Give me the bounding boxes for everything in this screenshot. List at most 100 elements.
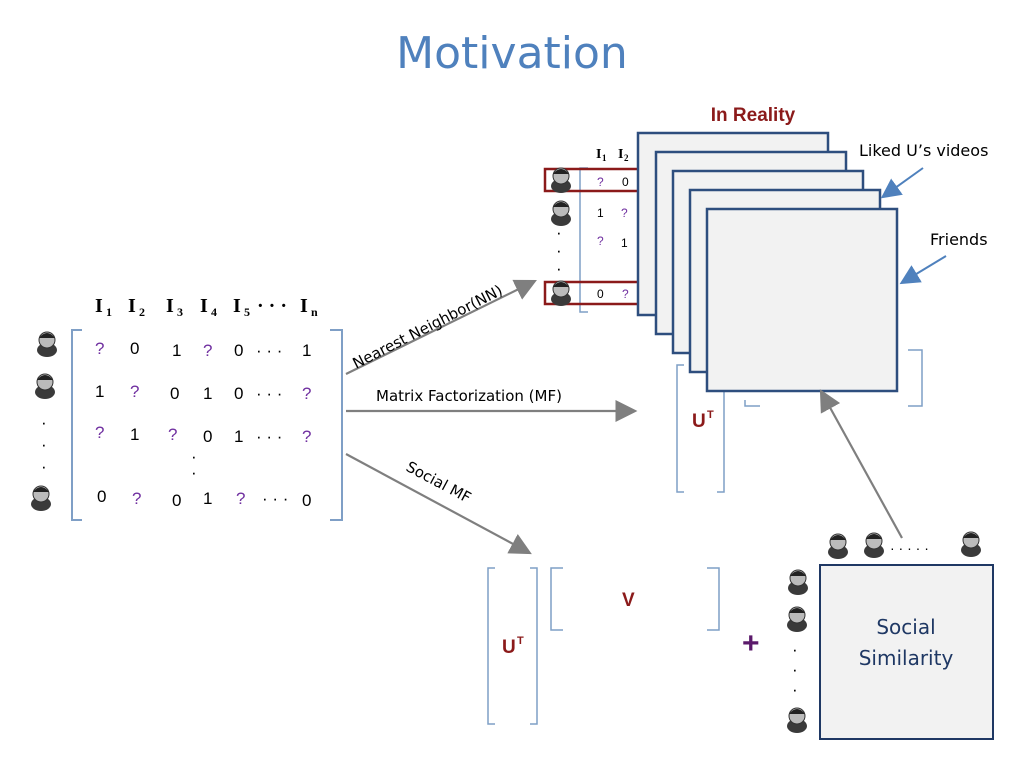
matrix-cell: 0: [234, 384, 243, 403]
matrix-cell: 1: [302, 341, 311, 360]
user-avatar-icon: [787, 569, 809, 596]
header-i3-sub: 3: [177, 305, 183, 319]
matrix-headers: I 1 I 2 I 3 I 4 I 5 · · · I n: [95, 295, 318, 319]
matrix-row-4: 0 ? 0 1 ? · · · 0: [97, 487, 311, 510]
reality-ut-label: U: [692, 411, 706, 432]
social-similarity-line1: Social: [876, 615, 935, 639]
header-in: I: [300, 295, 308, 317]
header-dots: · · ·: [257, 295, 287, 317]
user-avatar-icon: [960, 531, 982, 558]
header-i5: I: [233, 295, 241, 317]
matrix-cell: ?: [302, 384, 311, 403]
mini-cell: 1: [621, 236, 628, 250]
header-i2-sub: 2: [139, 305, 145, 319]
bottom-v-left-bracket: [550, 567, 563, 631]
liked-callout-arrow: [880, 167, 924, 199]
vertical-dot: ·: [41, 435, 47, 454]
reality-v-left-bracket: [744, 400, 760, 407]
bottom-ut-right-bracket: [530, 567, 538, 725]
matrix-left-bracket: [71, 329, 82, 521]
vertical-dot: ·: [191, 463, 197, 482]
social-similarity-box: [819, 564, 994, 740]
vertical-dot: ·: [191, 447, 197, 466]
mini-cell: ?: [597, 175, 604, 189]
matrix-cell: 1: [203, 489, 212, 508]
matrix-cell: ?: [302, 427, 311, 446]
matrix-cell: 1: [172, 341, 181, 360]
mini-header-i2-sub: 2: [624, 153, 629, 163]
matrix-cell: ?: [132, 489, 141, 508]
user-avatar-icon: [550, 280, 572, 307]
matrix-cell: ?: [203, 341, 212, 360]
mini-cell: 0: [622, 175, 629, 189]
header-in-sub: n: [311, 305, 318, 319]
plus-sign: +: [742, 627, 760, 660]
vertical-dot: ·: [556, 223, 562, 242]
liked-videos-label: Liked U’s videos: [859, 141, 988, 160]
vertical-dot: ·: [556, 241, 562, 260]
bottom-ut-left-bracket: [487, 567, 495, 725]
reality-v-right-bracket: [908, 349, 923, 407]
user-avatar-icon: [863, 532, 885, 559]
header-i3: I: [166, 295, 174, 317]
reality-ut-left-bracket: [676, 364, 684, 493]
matrix-cell: ?: [130, 382, 139, 401]
matrix-cell: 1: [130, 425, 139, 444]
user-avatar-icon: [550, 167, 572, 194]
mini-header-i1: I: [596, 147, 601, 162]
similarity-to-reality-arrow: [819, 389, 903, 539]
social-similarity-line2: Similarity: [859, 646, 954, 670]
matrix-cell: 0: [97, 487, 106, 506]
user-avatar-icon: [36, 331, 58, 358]
matrix-cell: 0: [203, 427, 212, 446]
matrix-cell: ?: [95, 423, 104, 442]
mini-cell: 1: [597, 206, 604, 220]
page-title: Motivation: [396, 28, 628, 79]
vertical-dot: ·: [556, 259, 562, 278]
matrix-cell: 0: [302, 491, 311, 510]
vertical-dot: ·: [41, 457, 47, 476]
matrix-cell: ?: [95, 339, 104, 358]
matrix-cell: 1: [203, 384, 212, 403]
social-mf-arrow: [345, 453, 532, 555]
matrix-cell: · · ·: [256, 427, 282, 446]
matrix-cell: 1: [234, 427, 243, 446]
header-i1-sub: 1: [106, 305, 112, 319]
user-avatar-icon: [827, 533, 849, 560]
matrix-row-3: ? 1 ? 0 1 · · · ?: [95, 423, 311, 446]
mini-matrix: I 1 I 2 ? 0 1 ? ? 1 · · · 0 ?: [543, 147, 642, 313]
matrix-cell: · · ·: [256, 384, 282, 403]
header-i4-sub: 4: [211, 305, 217, 319]
header-i2: I: [128, 295, 136, 317]
bottom-ut-label: U: [502, 637, 516, 658]
header-i1: I: [95, 295, 103, 317]
bottom-v-label: V: [622, 590, 635, 611]
bottom-ut-sup: T: [517, 635, 524, 647]
in-reality-title: In Reality: [711, 105, 796, 126]
vertical-dot: ·: [41, 413, 47, 432]
friends-callout-arrow: [899, 255, 947, 285]
matrix-row-2: 1 ? 0 1 0 · · · ?: [95, 382, 311, 403]
header-i5-sub: 5: [244, 305, 250, 319]
matrix-cell: 0: [170, 384, 179, 403]
header-i4: I: [200, 295, 208, 317]
matrix-row-1: ? 0 1 ? 0 · · · 1: [95, 339, 311, 360]
social-mf-label: Social MF: [403, 458, 474, 507]
vertical-dot: ·: [792, 660, 798, 679]
matrix-cell: ?: [168, 425, 177, 444]
matrix-cell: 0: [172, 491, 181, 510]
mini-cell: 0: [597, 287, 604, 301]
nn-label: Nearest Neighbor(NN): [350, 281, 506, 372]
mini-header-i2: I: [618, 147, 623, 162]
matrix-cell: 0: [130, 339, 139, 358]
user-avatar-icon: [786, 707, 808, 734]
nn-arrow: [345, 279, 537, 375]
mini-cell: ?: [621, 206, 628, 220]
matrix-cell: ?: [236, 489, 245, 508]
matrix-cell: · · ·: [262, 489, 288, 508]
stack-layer: [705, 207, 899, 393]
vertical-dot: ·: [792, 680, 798, 699]
matrix-cell: · · ·: [256, 341, 282, 360]
user-avatar-icon: [786, 606, 808, 633]
